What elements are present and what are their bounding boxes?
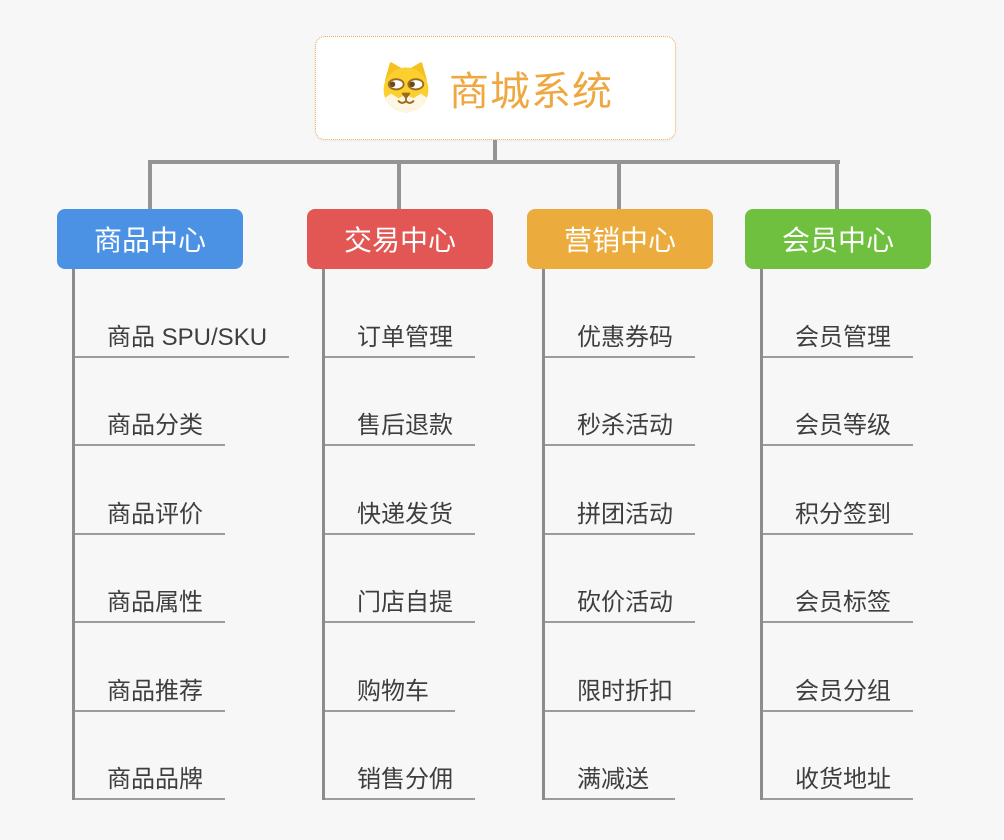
root-title: 商城系统: [449, 70, 613, 114]
branch-node-trade-center[interactable]: 交易中心: [307, 209, 493, 269]
connector-drop-member: [835, 160, 839, 210]
branch-children-marketing-center: 优惠券码 秒杀活动 拼团活动 砍价活动 限时折扣 满减送: [542, 269, 695, 800]
branch-node-product-center[interactable]: 商品中心: [57, 209, 243, 269]
branch-label: 会员中心: [781, 225, 894, 256]
connector-root-stem: [493, 140, 497, 162]
branch-node-member-center[interactable]: 会员中心: [745, 209, 931, 269]
leaf-node[interactable]: 砍价活动: [545, 535, 695, 623]
root-node[interactable]: 商城系统: [315, 36, 676, 140]
leaf-node[interactable]: 商品评价: [75, 446, 225, 535]
branch-children-trade-center: 订单管理 售后退款 快递发货 门店自提 购物车 销售分佣: [322, 269, 475, 800]
leaf-node[interactable]: 会员等级: [763, 358, 913, 446]
leaf-node[interactable]: 商品属性: [75, 535, 225, 623]
dog-face-icon: [378, 60, 434, 116]
branch-label: 商品中心: [93, 225, 206, 256]
leaf-node[interactable]: 门店自提: [325, 535, 475, 623]
leaf-node[interactable]: 订单管理: [325, 269, 475, 358]
branch-label: 交易中心: [343, 225, 456, 256]
branch-label: 营销中心: [563, 225, 676, 256]
leaf-node[interactable]: 商品推荐: [75, 623, 225, 712]
connector-drop-product: [148, 160, 152, 210]
branch-node-marketing-center[interactable]: 营销中心: [527, 209, 713, 269]
leaf-node[interactable]: 商品 SPU/SKU: [75, 269, 290, 358]
leaf-node[interactable]: 快递发货: [325, 446, 475, 535]
leaf-node[interactable]: 商品分类: [75, 358, 225, 446]
connector-horizontal: [148, 160, 840, 164]
branch-children-product-center: 商品 SPU/SKU 商品分类 商品评价 商品属性 商品推荐 商品品牌: [72, 269, 290, 800]
leaf-node[interactable]: 商品品牌: [75, 712, 225, 800]
leaf-node[interactable]: 优惠券码: [545, 269, 695, 358]
leaf-node[interactable]: 会员分组: [763, 623, 913, 712]
leaf-node[interactable]: 限时折扣: [545, 623, 695, 712]
branch-children-member-center: 会员管理 会员等级 积分签到 会员标签 会员分组 收货地址: [760, 269, 913, 800]
connector-drop-marketing: [617, 160, 621, 210]
leaf-node[interactable]: 售后退款: [325, 358, 475, 446]
connector-drop-trade: [397, 160, 401, 210]
leaf-node[interactable]: 会员管理: [763, 269, 913, 358]
leaf-node[interactable]: 会员标签: [763, 535, 913, 623]
leaf-node[interactable]: 满减送: [545, 712, 675, 800]
leaf-node[interactable]: 购物车: [325, 623, 455, 712]
leaf-node[interactable]: 秒杀活动: [545, 358, 695, 446]
leaf-node[interactable]: 拼团活动: [545, 446, 695, 535]
leaf-node[interactable]: 积分签到: [763, 446, 913, 535]
leaf-node[interactable]: 收货地址: [763, 712, 913, 800]
leaf-node[interactable]: 销售分佣: [325, 712, 475, 800]
